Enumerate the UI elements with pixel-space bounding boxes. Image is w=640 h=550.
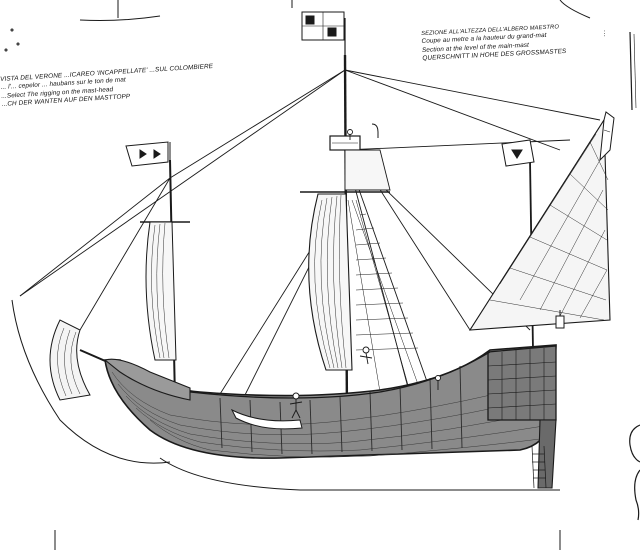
ratlines [347,199,421,393]
section-note: SEZIONE ALL'ALTEZZA DELL'ALBERO MAESTRO … [421,23,567,64]
stern-ladder [531,445,547,489]
sailor-on-deck [289,392,303,419]
hull [103,344,557,489]
sailor-in-rigging [359,346,373,365]
crew-figures [289,129,441,419]
main-sail [308,193,353,371]
ships-boat [230,408,303,430]
rudder [537,419,557,489]
sprit-sail [49,319,91,401]
hull-body [104,344,557,459]
pennant [599,111,615,162]
lateen-sail [468,118,611,331]
sailor-at-stern [435,375,441,390]
stern-castle [487,345,557,421]
vertical-label: ... [602,30,609,38]
sails [49,118,611,401]
main-topsail [344,149,391,191]
top-edge-fragments [4,0,591,52]
mizzen-flag [501,139,535,167]
fore-sail [145,221,177,361]
flags [125,11,615,167]
sailor-at-top [347,129,353,140]
main-flag [301,11,346,55]
forecastle [103,358,191,401]
fore-flag [125,141,171,167]
lanterns [371,123,565,329]
section-fragment [629,31,640,521]
keel-line [11,299,561,550]
